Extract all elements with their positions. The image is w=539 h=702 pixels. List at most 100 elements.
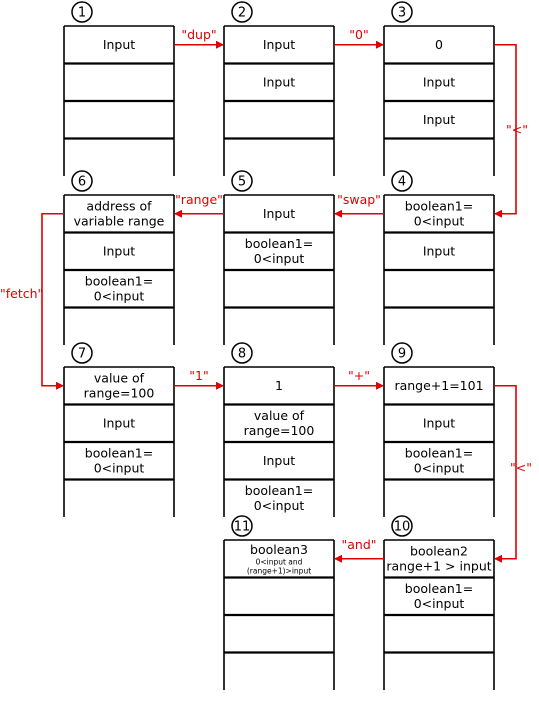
cell-text: boolean3 <box>250 542 308 557</box>
stack-cell <box>223 137 335 176</box>
stack-number: 9 <box>398 347 406 362</box>
stack-cell: Input <box>63 25 175 65</box>
stack-number: 10 <box>394 520 411 535</box>
cell-text: 0<input <box>94 288 145 303</box>
stack-cell <box>63 62 175 101</box>
stack-number: 11 <box>234 520 251 535</box>
stack-number: 2 <box>238 6 246 21</box>
operation-label: "+" <box>348 368 370 383</box>
stack-number-circle <box>231 515 253 537</box>
stack-cell: Input <box>63 403 175 442</box>
stack-number-circle <box>231 1 253 23</box>
operation-arrow: "<" <box>494 384 532 563</box>
stack-number: 6 <box>78 175 86 190</box>
stack-cell: 0 <box>383 25 495 65</box>
stack-cell <box>223 306 335 345</box>
stack-cell: Input <box>223 25 335 65</box>
stack-number-circle <box>71 170 93 192</box>
operation-arrow: "+" <box>334 368 384 390</box>
cell-text: Input <box>103 37 135 52</box>
stack-cell <box>383 137 495 176</box>
stack-cell <box>223 651 335 690</box>
operation-arrow: "0" <box>334 27 384 49</box>
stack-number-circle <box>231 170 253 192</box>
stack-cell: Input <box>223 194 335 234</box>
operation-label: "0" <box>349 27 368 42</box>
stack-cell: boolean1=0<input <box>383 440 495 480</box>
stack-cell <box>63 99 175 139</box>
stack-cell <box>63 306 175 345</box>
cell-text: range+1=101 <box>394 378 483 393</box>
cell-text: Input <box>423 415 455 430</box>
stack-cell <box>383 478 495 517</box>
stack-cell <box>383 651 495 690</box>
operation-arrow: "fetch" <box>0 212 64 390</box>
cell-text: 0<input and <box>256 557 303 566</box>
cell-text: Input <box>263 74 295 89</box>
stack-cell: Input <box>383 62 495 101</box>
stack-number-circle <box>391 515 413 537</box>
cell-text: range=100 <box>84 385 155 400</box>
stack-number: 4 <box>398 175 406 190</box>
cell-text: Input <box>263 206 295 221</box>
cell-text: boolean1= <box>405 198 473 213</box>
stack-cell <box>63 478 175 517</box>
operation-arrow: "swap" <box>334 192 384 218</box>
operation-label: "1" <box>189 368 208 383</box>
arrow-line <box>494 384 517 563</box>
stack-cell: Input <box>63 231 175 270</box>
stack-cell: 1 <box>223 366 335 406</box>
operation-arrow: "and" <box>334 537 384 563</box>
stack-number: 5 <box>238 175 246 190</box>
stack-cell: boolean1=0<input <box>383 194 495 234</box>
operation-arrow: "range" <box>174 192 224 218</box>
cell-text: Input <box>263 453 295 468</box>
stack-cell <box>223 268 335 308</box>
cell-text: 0 <box>435 37 443 52</box>
stack-number: 3 <box>398 6 406 21</box>
cell-text: 1 <box>275 378 283 393</box>
cell-text: boolean1= <box>245 236 313 251</box>
cell-text: boolean1= <box>85 445 153 460</box>
operation-label: "range" <box>175 192 223 207</box>
operation-arrow: "dup" <box>174 27 224 49</box>
cell-text: value of <box>94 370 145 385</box>
cell-text: boolean1= <box>405 581 473 596</box>
stack-cell: boolean1=0<input <box>223 231 335 270</box>
stack-cell: boolean1=0<input <box>383 576 495 615</box>
stack-cell: Input <box>383 99 495 139</box>
operation-label: "<" <box>506 122 528 137</box>
stack-cell: range+1=101 <box>383 366 495 406</box>
operation-arrow: "1" <box>174 368 224 390</box>
cell-text: address of <box>86 198 152 213</box>
stack-cell: Input <box>383 231 495 270</box>
cell-text: Input <box>263 37 295 52</box>
stack-number-circle <box>391 1 413 23</box>
cell-text: value of <box>254 408 305 423</box>
cell-text: 0<input <box>254 498 305 513</box>
cell-text: 0<input <box>414 213 465 228</box>
cell-text: 0<input <box>94 460 145 475</box>
stack-cell <box>383 268 495 308</box>
stack-cell: boolean1=0<input <box>63 268 175 308</box>
stack-cell: Input <box>383 403 495 442</box>
cell-text: Input <box>103 415 135 430</box>
stack-cell <box>223 613 335 653</box>
operation-label: "fetch" <box>0 286 43 301</box>
cell-text: range=100 <box>244 423 315 438</box>
cell-text: range+1 > input <box>386 558 491 573</box>
stack-cell: boolean1=0<input <box>63 440 175 480</box>
